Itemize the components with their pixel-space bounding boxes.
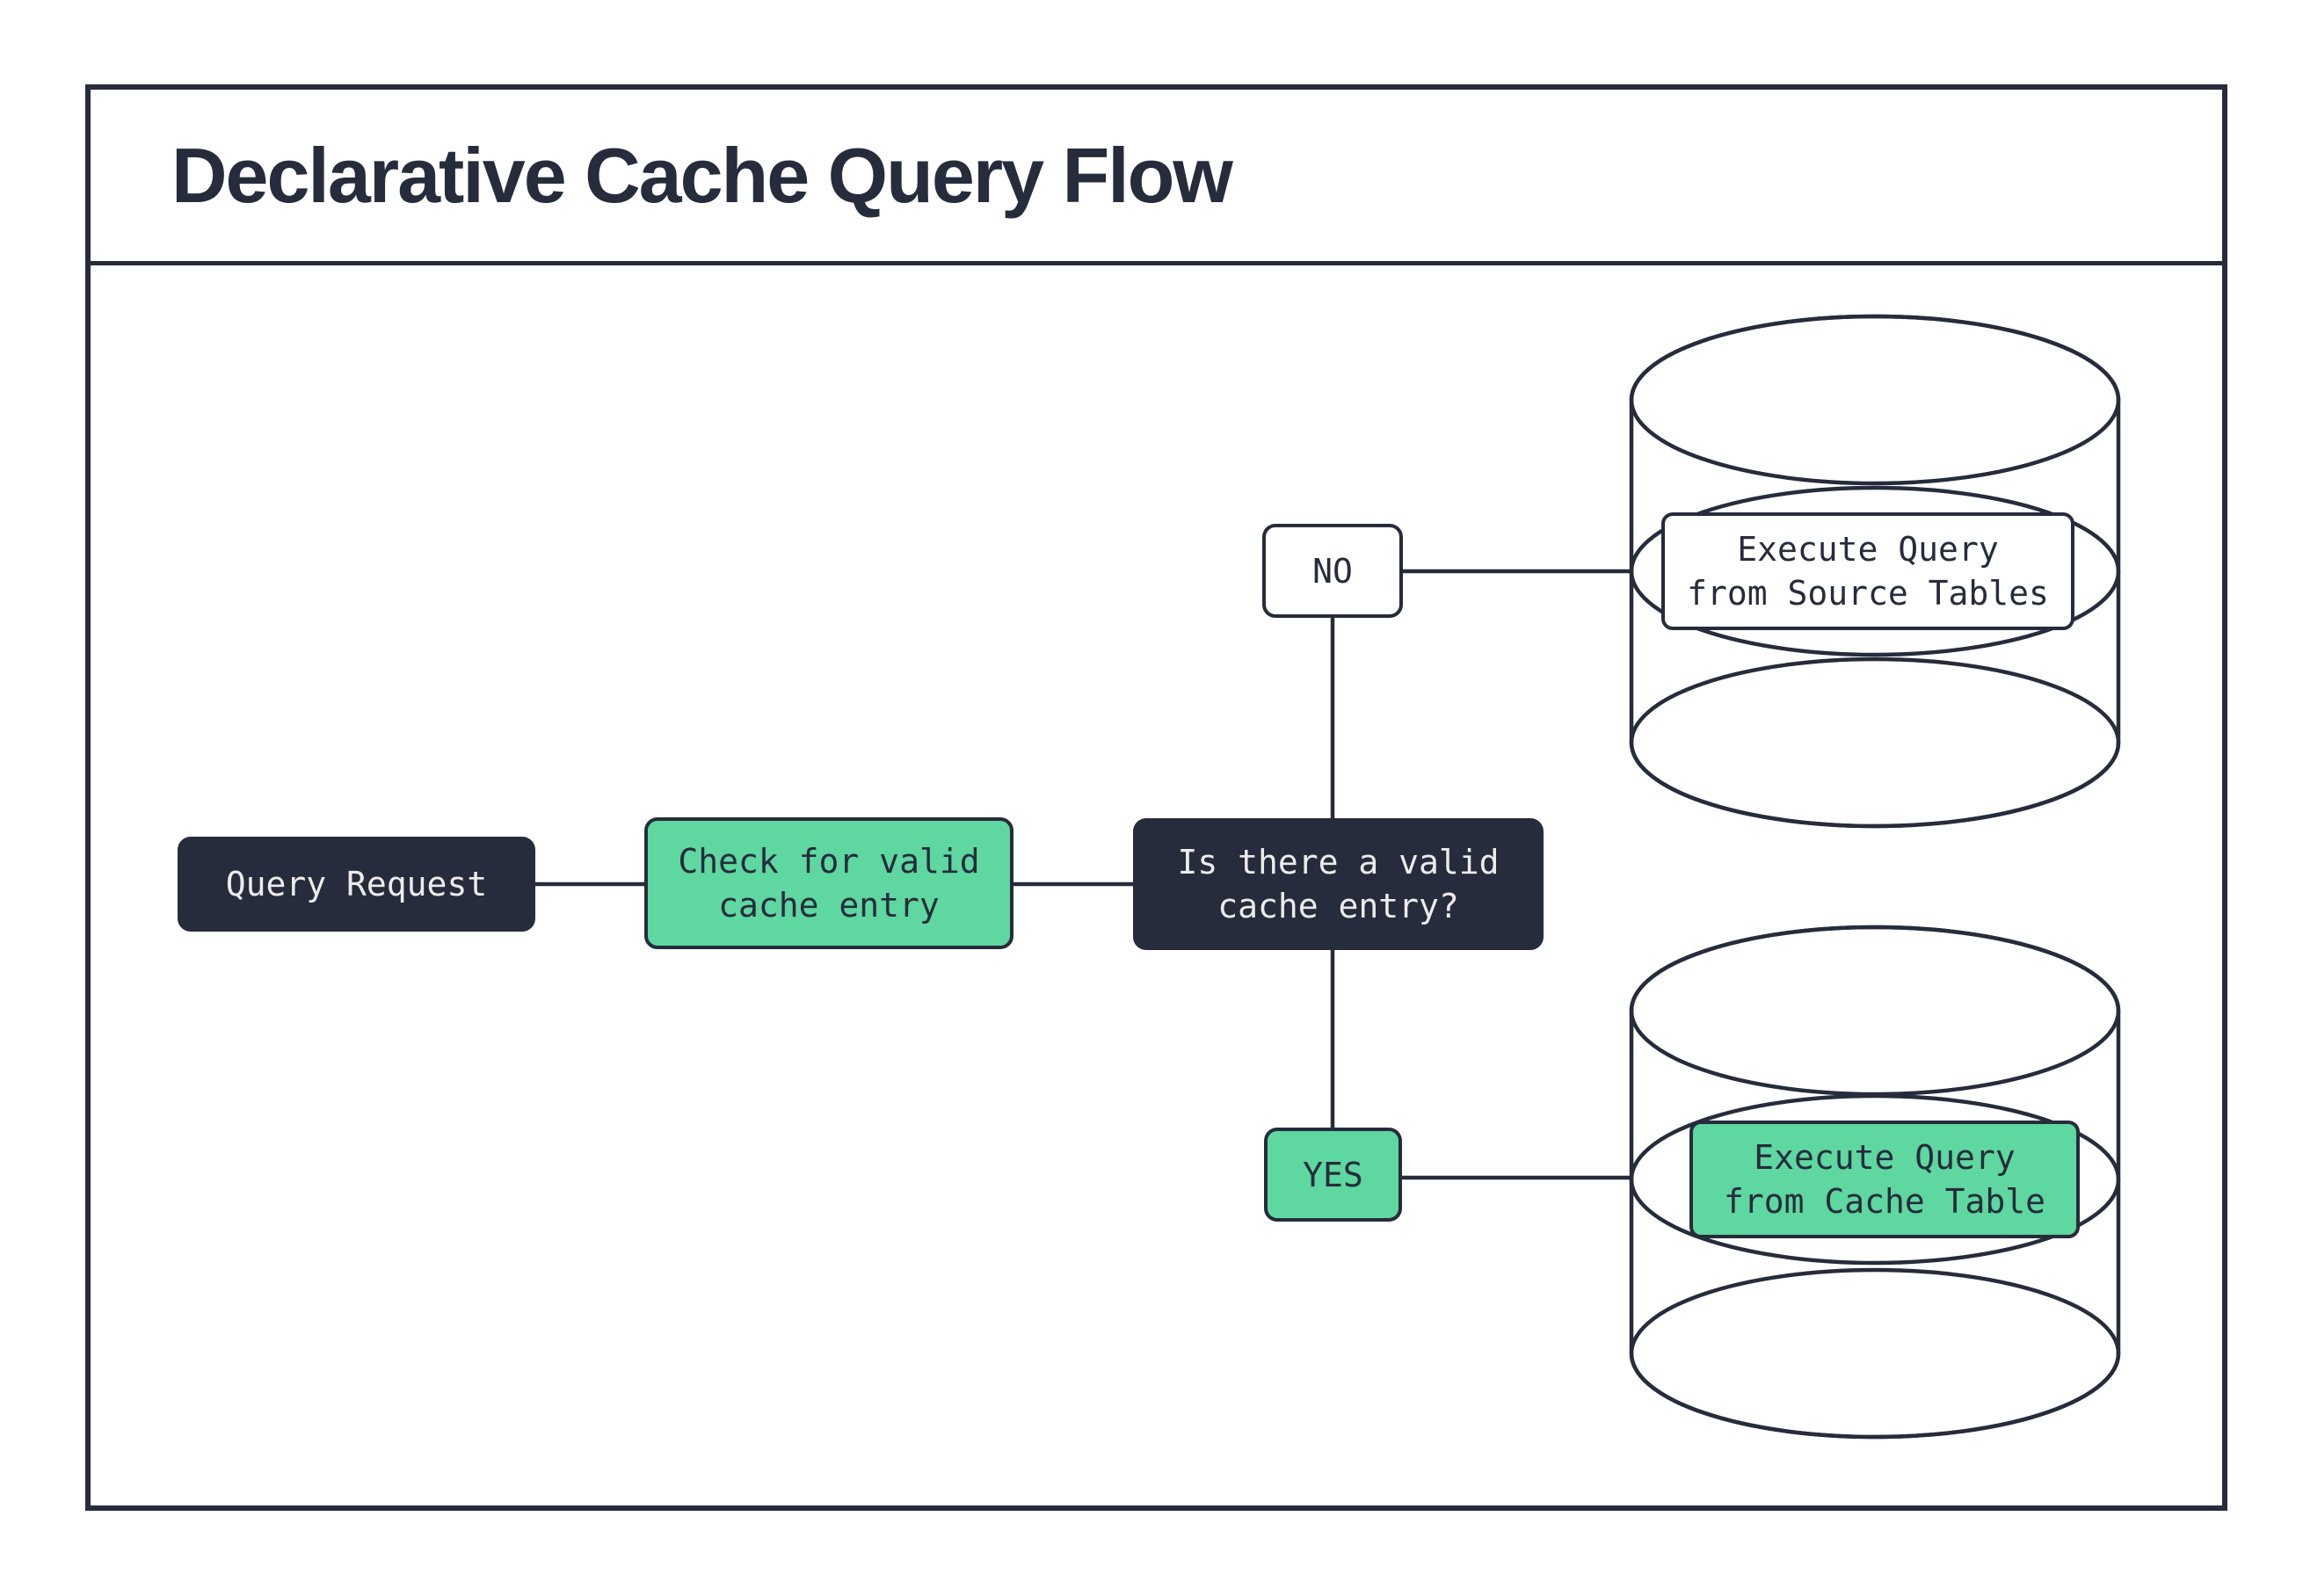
node-label: NO [1312, 551, 1353, 591]
cylinder-ring [1629, 1093, 2121, 1266]
check-cache-node: Check for valid cache entry [644, 817, 1013, 949]
execute-source-node: Execute Query from Source Tables [1661, 512, 2074, 630]
cylinder-ring [1629, 314, 2121, 486]
no-badge: NO [1262, 524, 1403, 618]
diagram-frame: Declarative Cache Query Flow [85, 84, 2227, 1511]
yes-badge: YES [1264, 1128, 1402, 1222]
node-label: Query Request [225, 865, 488, 903]
node-label-line: Execute Query [1737, 530, 1999, 569]
cylinder-ring [1629, 485, 2121, 657]
cylinder-ring [1629, 657, 2121, 829]
cylinder-ring [1629, 1267, 2121, 1440]
decision-node: Is there a valid cache entry? [1133, 818, 1544, 950]
execute-cache-node: Execute Query from Cache Table [1689, 1121, 2080, 1238]
node-label-line: Is there a valid [1177, 843, 1500, 881]
diagram-header: Declarative Cache Query Flow [91, 90, 2222, 265]
node-label-line: cache entry? [1217, 887, 1459, 925]
query-request-node: Query Request [178, 837, 535, 932]
diagram-title: Declarative Cache Query Flow [171, 131, 1233, 219]
node-label-line: Execute Query [1754, 1138, 2016, 1177]
node-label-line: from Source Tables [1687, 574, 2049, 613]
node-label-line: Check for valid [678, 842, 980, 881]
node-label: YES [1303, 1155, 1363, 1194]
node-label-line: from Cache Table [1723, 1182, 2046, 1221]
node-label-line: cache entry [718, 886, 940, 925]
